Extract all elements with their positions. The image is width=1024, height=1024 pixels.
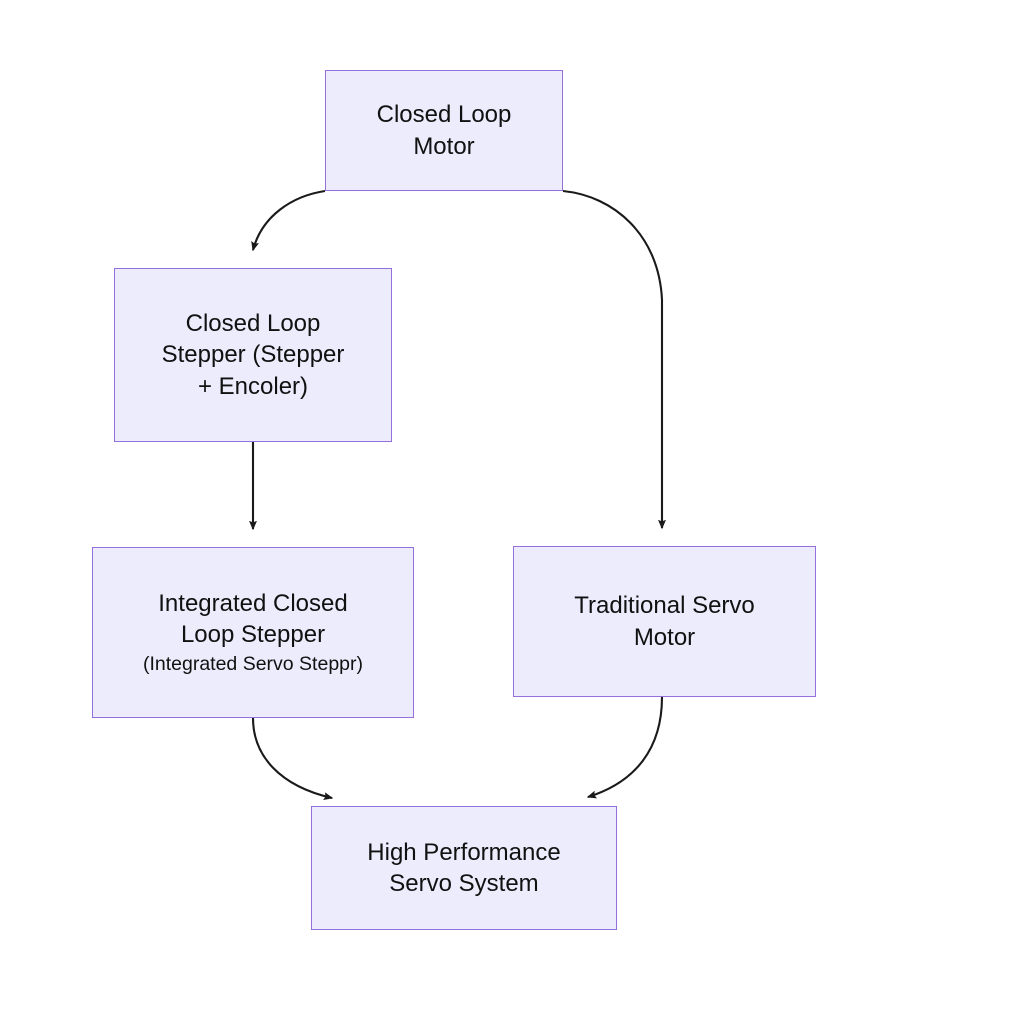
- node-label-line: Integrated Closed: [158, 590, 348, 618]
- node-sublabel-line: (Integrated Servo Steppr): [142, 652, 364, 675]
- node-traditional-servo-motor[interactable]: Traditional Servo Motor: [513, 546, 816, 697]
- node-label-line: Servo System: [389, 870, 539, 897]
- edge-motor-to-servo: [562, 189, 666, 530]
- node-closed-loop-stepper[interactable]: Closed Loop Stepper (Stepper + Encoler): [114, 268, 392, 442]
- node-high-performance-servo-system[interactable]: High Performance Servo System: [311, 806, 617, 930]
- edge-integrated-to-high: [251, 717, 334, 801]
- edge-motor-to-stepper: [251, 189, 326, 252]
- node-integrated-closed-loop-stepper[interactable]: Integrated Closed Loop Stepper (Integrat…: [92, 547, 414, 718]
- node-closed-loop-motor[interactable]: Closed Loop Motor: [325, 70, 563, 191]
- node-label-line: Closed Loop: [185, 310, 321, 338]
- node-label-line: Stepper (Stepper: [161, 341, 345, 369]
- node-label-line: Traditional Servo: [574, 592, 755, 620]
- node-label-line: High Performance: [367, 838, 561, 866]
- node-label-line: Closed Loop: [376, 101, 512, 129]
- node-label-line: Motor: [633, 623, 696, 651]
- node-label-line: + Encoler): [197, 372, 309, 400]
- edge-servo-to-high: [586, 696, 664, 799]
- node-label-line: Motor: [413, 132, 475, 160]
- node-label-line: Loop Stepper: [180, 621, 326, 649]
